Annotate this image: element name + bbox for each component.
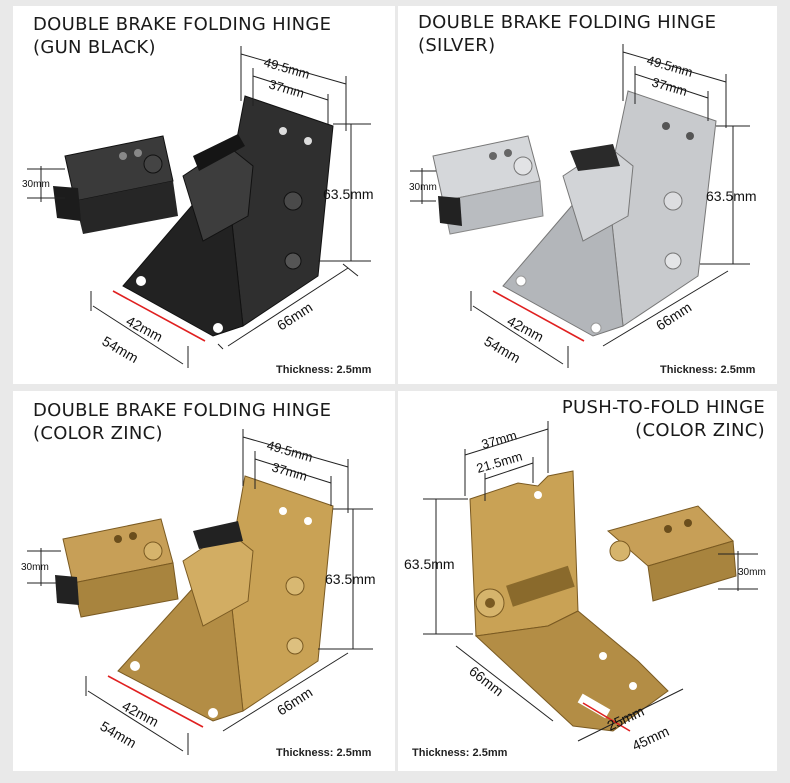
thickness-label: Thickness: 2.5mm bbox=[276, 747, 372, 759]
dim-w-outer: 37mm bbox=[480, 428, 519, 452]
dim-base-outer: 45mm bbox=[630, 723, 672, 754]
dim-length: 66mm bbox=[274, 299, 315, 334]
panel-title-line1: DOUBLE BRAKE FOLDING HINGE bbox=[418, 12, 717, 33]
panel-title-line1: DOUBLE BRAKE FOLDING HINGE bbox=[33, 400, 332, 421]
panel-title-line2: (GUN BLACK) bbox=[33, 37, 156, 58]
panel-title-line1: PUSH-TO-FOLD HINGE bbox=[561, 397, 765, 418]
hinge-illustration-push-to-fold: 37mm 21.5mm 63.5mm 66mm 25mm 45mm 30mm bbox=[404, 421, 766, 754]
thickness-label: Thickness: 2.5mm bbox=[412, 747, 508, 759]
folded-hinge-image bbox=[606, 505, 737, 602]
dim-w-outer: 49.5mm bbox=[265, 437, 314, 464]
main-hinge-image bbox=[122, 95, 334, 337]
dim-small: 30mm bbox=[21, 562, 49, 573]
main-hinge-image bbox=[502, 90, 717, 337]
hinge-illustration-gun-black: 49.5mm 37mm 63.5mm 66mm 42mm 54mm 30mm bbox=[22, 46, 374, 368]
dim-w-inner: 37mm bbox=[267, 76, 306, 100]
dim-base-outer: 54mm bbox=[482, 333, 524, 366]
dim-w-inner: 37mm bbox=[650, 74, 689, 98]
panel-title-line1: DOUBLE BRAKE FOLDING HINGE bbox=[33, 14, 332, 35]
panel-title-line2: (COLOR ZINC) bbox=[635, 420, 765, 441]
dim-height: 63.5mm bbox=[323, 186, 374, 202]
dim-small: 30mm bbox=[409, 182, 437, 193]
dim-w-inner: 21.5mm bbox=[475, 449, 524, 476]
main-hinge-image bbox=[117, 475, 334, 722]
dim-length: 66mm bbox=[274, 684, 315, 719]
panel-title-line2: (SILVER) bbox=[418, 35, 496, 56]
dim-height: 63.5mm bbox=[325, 571, 376, 587]
thickness-label: Thickness: 2.5mm bbox=[660, 364, 756, 376]
product-panel-push-to-fold: PUSH-TO-FOLD HINGE (COLOR ZINC) bbox=[398, 391, 777, 771]
dim-base-outer: 54mm bbox=[100, 333, 142, 366]
dim-w-outer: 49.5mm bbox=[262, 54, 311, 81]
dim-height: 63.5mm bbox=[404, 556, 455, 572]
dim-length: 66mm bbox=[466, 663, 507, 700]
dim-height: 63.5mm bbox=[706, 188, 757, 204]
product-panel-gun-black: DOUBLE BRAKE FOLDING HINGE (GUN BLACK) bbox=[13, 6, 395, 384]
folded-hinge-image bbox=[53, 135, 178, 234]
hinge-illustration-color-zinc-double: 49.5mm 37mm 63.5mm 66mm 42mm 54mm 30mm bbox=[21, 429, 376, 755]
product-panel-silver: DOUBLE BRAKE FOLDING HINGE (SILVER) bbox=[398, 6, 777, 384]
product-panel-color-zinc-double: DOUBLE BRAKE FOLDING HINGE (COLOR ZINC) bbox=[13, 391, 395, 771]
thickness-label: Thickness: 2.5mm bbox=[276, 364, 372, 376]
dim-small: 30mm bbox=[738, 567, 766, 578]
dim-w-outer: 49.5mm bbox=[645, 52, 694, 79]
panel-title-line2: (COLOR ZINC) bbox=[33, 423, 163, 444]
dim-small: 30mm bbox=[22, 179, 50, 190]
hinge-illustration-silver: 49.5mm 37mm 63.5mm 66mm 42mm 54mm 30mm bbox=[409, 44, 757, 368]
dim-base-outer: 54mm bbox=[98, 718, 140, 751]
dim-base-inner: 42mm bbox=[124, 313, 166, 345]
folded-hinge-image bbox=[432, 135, 544, 235]
dim-w-inner: 37mm bbox=[270, 459, 309, 483]
main-hinge-image bbox=[469, 470, 669, 732]
folded-hinge-image bbox=[55, 518, 179, 618]
dim-base-inner: 42mm bbox=[120, 698, 162, 730]
